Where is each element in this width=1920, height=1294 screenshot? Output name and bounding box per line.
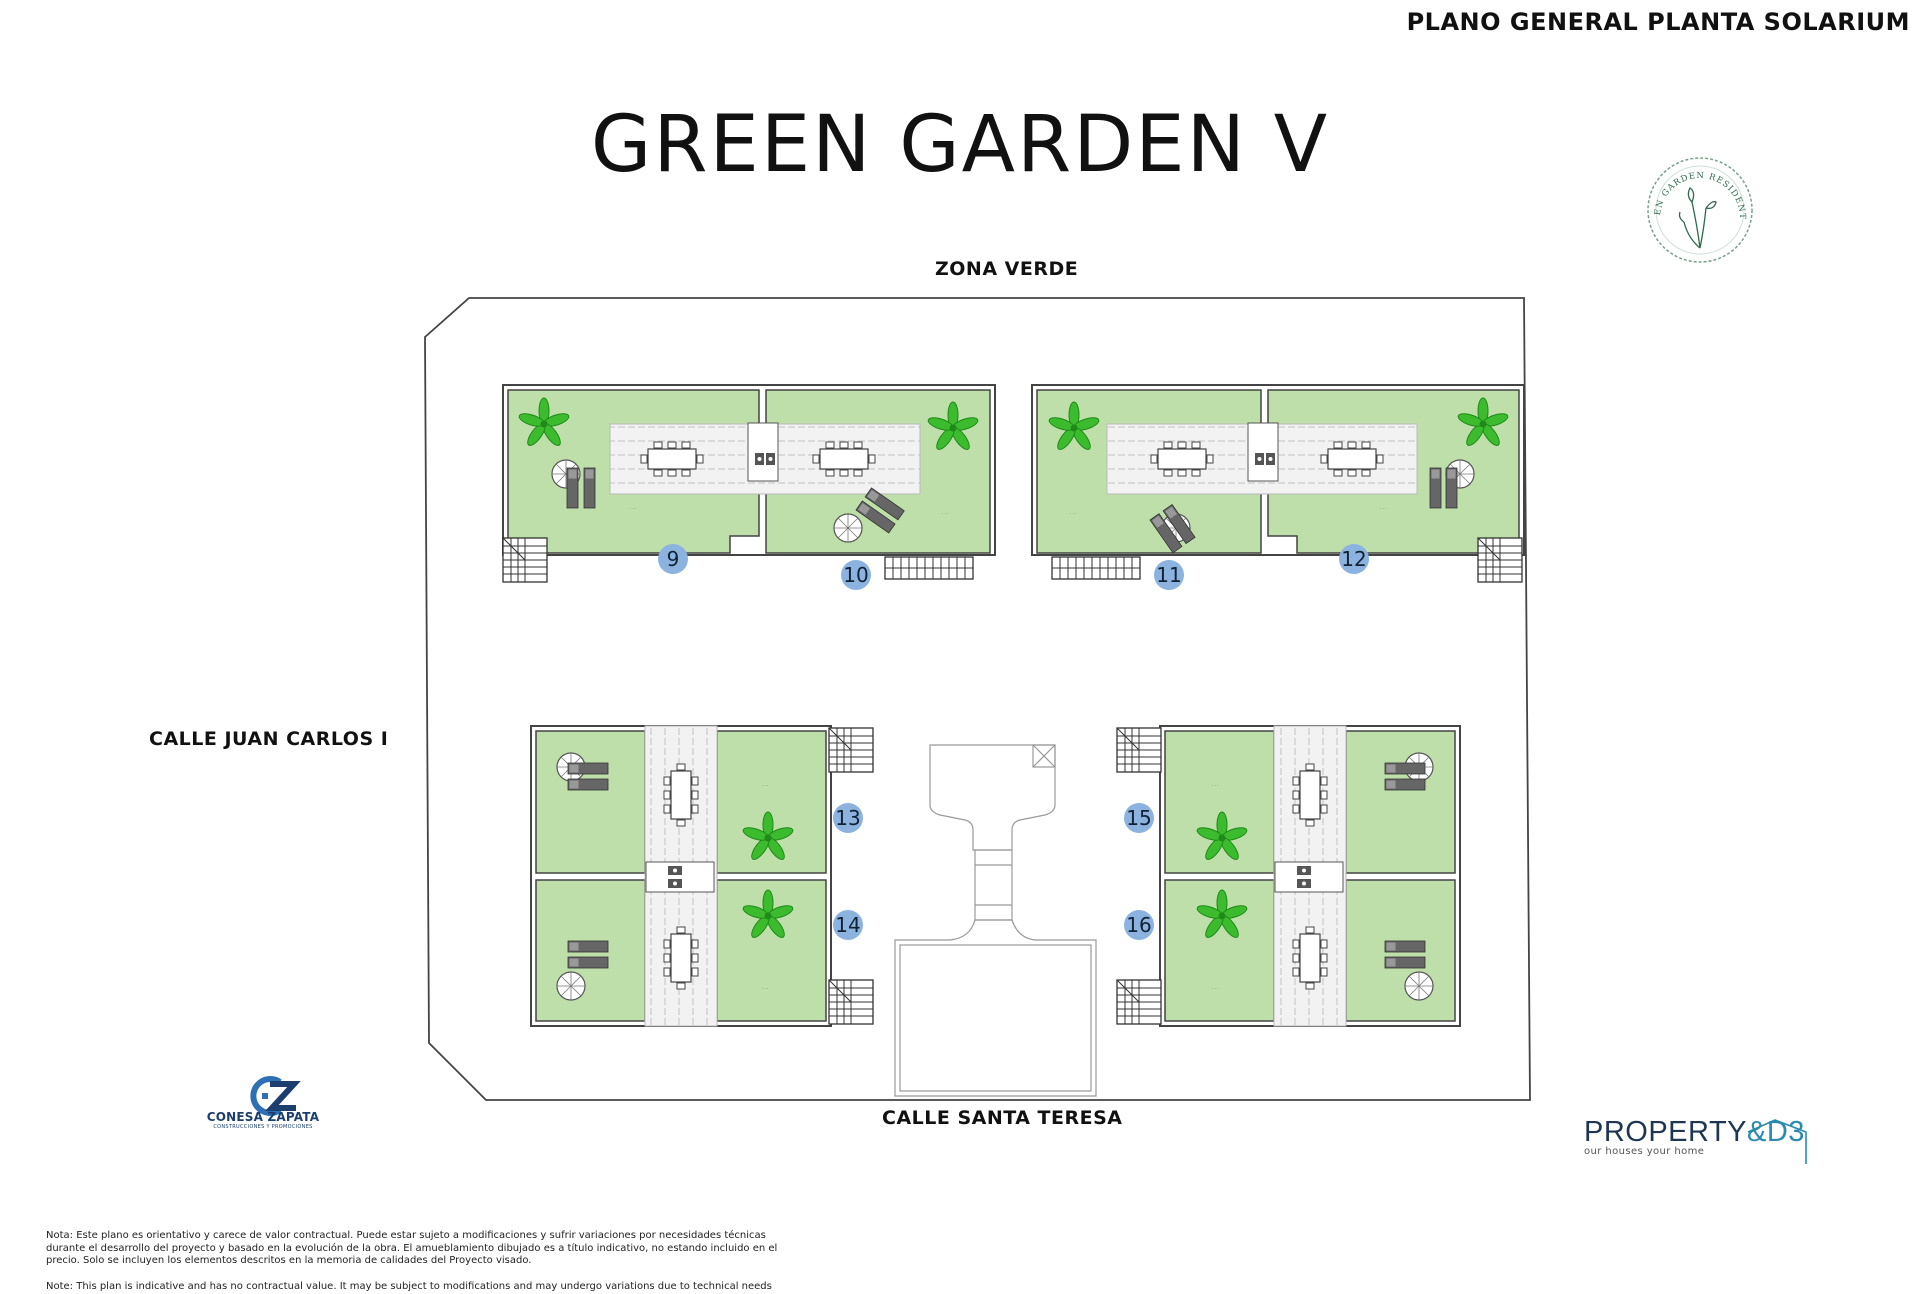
street-label-west: CALLE JUAN CARLOS I — [149, 728, 389, 750]
unit-marker-14: 14 — [833, 910, 863, 940]
property-name-left: PROPERTY — [1584, 1116, 1748, 1148]
green-garden-seal-logo: GREEN GARDEN RESIDENTIAL — [1647, 157, 1753, 263]
block-15-16: · · · · · · — [1116, 725, 1461, 1027]
disclaimer-en: Note: This plan is indicative and has no… — [46, 1281, 772, 1292]
area-label: · · · — [762, 783, 768, 788]
conesa-sub: CONSTRUCCIONES Y PROMOCIONES — [213, 1124, 313, 1130]
unit-marker-11: 11 — [1154, 560, 1184, 590]
sheet-title: PLANO GENERAL PLANTA SOLARIUM — [1406, 8, 1910, 36]
area-label: · · · — [762, 986, 768, 991]
svg-text:14: 14 — [835, 913, 860, 937]
central-access — [894, 744, 1097, 1097]
svg-text:15: 15 — [1126, 806, 1151, 830]
unit-marker-12: 12 — [1339, 544, 1369, 574]
street-label-south: CALLE SANTA TERESA — [882, 1107, 1123, 1129]
property-d3-logo: PROPERTY&D3 our houses your home — [1584, 1116, 1805, 1157]
property-tagline: our houses your home — [1584, 1146, 1705, 1157]
unit-marker-16: 16 — [1124, 910, 1154, 940]
property-name: PROPERTY&D3 — [1584, 1116, 1805, 1149]
block-9-10: · · · · · · — [502, 384, 996, 583]
unit-marker-9: 9 — [658, 544, 688, 574]
area-label: · · · — [942, 511, 948, 516]
area-label: · · · — [1380, 506, 1386, 511]
block-13-14: · · · · · · — [530, 725, 874, 1027]
unit-marker-13: 13 — [833, 803, 863, 833]
unit-marker-10: 10 — [841, 560, 871, 590]
svg-text:13: 13 — [835, 806, 860, 830]
street-label-north: ZONA VERDE — [935, 258, 1079, 280]
area-label: · · · — [1070, 511, 1076, 516]
disclaimer-es: Nota: Este plano es orientativo y carece… — [46, 1230, 778, 1266]
unit-marker-15: 15 — [1124, 803, 1154, 833]
area-label: · · · — [630, 506, 636, 511]
area-label: · · · — [1212, 783, 1218, 788]
svg-text:11: 11 — [1156, 563, 1181, 587]
conesa-name: CONESA ZAPATA — [206, 1110, 320, 1124]
flower-icon — [1678, 187, 1717, 249]
svg-text:16: 16 — [1126, 913, 1151, 937]
conesa-zapata-wordmark: CONESA ZAPATA CONSTRUCCIONES Y PROMOCION… — [198, 1072, 328, 1130]
conesa-zapata-logo — [250, 1076, 301, 1116]
project-title: GREEN GARDEN V — [590, 100, 1330, 190]
property-name-right: &D3 — [1747, 1116, 1805, 1148]
area-label: · · · — [1212, 986, 1218, 991]
svg-text:9: 9 — [667, 547, 680, 571]
svg-text:12: 12 — [1341, 547, 1366, 571]
block-11-12: · · · · · · — [1031, 384, 1525, 583]
property-d3-roof-icon — [1747, 1119, 1807, 1164]
unit-markers: 9 10 11 12 13 14 15 16 — [658, 544, 1369, 940]
svg-text:10: 10 — [843, 563, 868, 587]
